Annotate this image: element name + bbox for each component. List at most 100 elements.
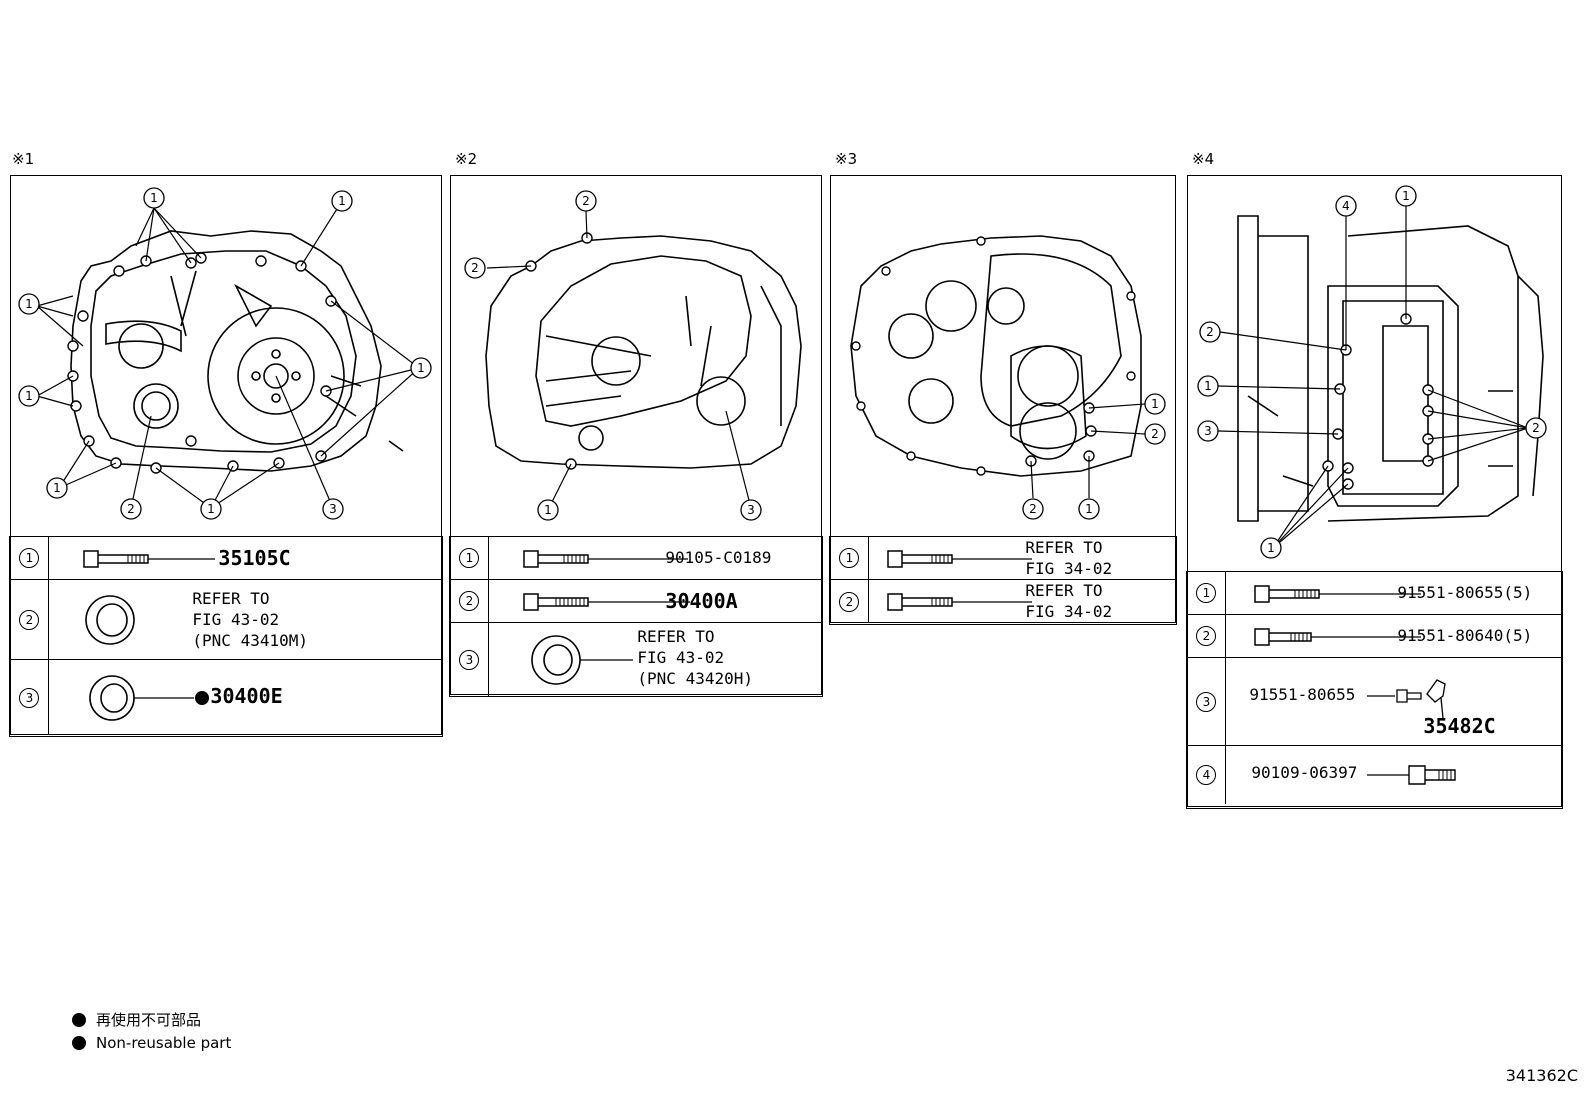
row-number: 1 xyxy=(1196,583,1217,603)
flange-bolt-icon xyxy=(1254,628,1422,646)
transaxle-case-rear-view: 1 2 2 1 xyxy=(850,235,1166,520)
callout-p1-1c: 1 xyxy=(18,293,40,315)
part-number-90109-06397: 90109-06397 xyxy=(1251,763,1358,782)
svg-text:1: 1 xyxy=(1204,379,1212,393)
table-row: 3 30400E xyxy=(10,660,441,735)
panel-3-parts-table: 1 REFER TO FIG 34-02 2 xyxy=(829,536,1177,625)
svg-text:1: 1 xyxy=(25,389,33,403)
callout-p4-1a: 1 xyxy=(1395,185,1417,207)
panel-2-parts-table: 1 90105-C0189 2 30400A xyxy=(449,536,823,697)
panel-3-label: ※3 xyxy=(835,150,858,168)
transaxle-oil-pan-view: 4 1 2 1 3 2 1 xyxy=(1197,185,1547,559)
callout-p1-1f: 1 xyxy=(200,498,222,520)
callout-p1-1a: 1 xyxy=(143,187,165,209)
part-number-30400a: 30400A xyxy=(665,589,738,613)
part-number-91551-80640-5: 91551-80640(5) xyxy=(1397,626,1533,645)
svg-text:2: 2 xyxy=(1151,427,1159,441)
callout-p1-1b: 1 xyxy=(331,190,353,212)
legend-non-reusable-jp: 再使用不可部品 xyxy=(72,1009,201,1030)
callout-p2-2b: 2 xyxy=(464,257,486,279)
svg-text:1: 1 xyxy=(338,194,346,208)
callout-p1-1d: 1 xyxy=(18,385,40,407)
callout-p2-1: 1 xyxy=(537,499,559,521)
reference-text: REFER TO FIG 34-02 xyxy=(1025,538,1113,578)
callout-p3-1b: 1 xyxy=(1078,498,1100,520)
reference-text: REFER TO FIG 34-02 xyxy=(1025,581,1113,621)
svg-text:2: 2 xyxy=(582,194,590,208)
bolt-icon xyxy=(1367,765,1457,785)
figure-id: 341362C xyxy=(1505,1066,1578,1085)
reference-text: REFER TO FIG 43-02 (PNC 43410M) xyxy=(192,589,308,650)
svg-text:2: 2 xyxy=(1206,325,1214,339)
callout-p1-1g: 1 xyxy=(410,357,432,379)
callout-p4-1b: 1 xyxy=(1197,375,1219,397)
callout-p3-2a: 2 xyxy=(1144,423,1166,445)
panel-1-parts-table: 1 35105C 2 REFER TO FIG 43-02 xyxy=(9,536,443,737)
part-number-35482c: 35482C xyxy=(1423,714,1496,738)
table-row: 1 REFER TO FIG 34-02 xyxy=(830,537,1176,580)
table-row: 3 91551-80655 35482C xyxy=(1187,658,1562,746)
svg-text:1: 1 xyxy=(1267,541,1275,555)
panel-1-label: ※1 xyxy=(12,150,35,168)
callout-p4-4: 4 xyxy=(1335,195,1357,217)
legend-text-jp: 再使用不可部品 xyxy=(96,1011,202,1029)
row-number: 3 xyxy=(1196,691,1217,712)
row-number: 3 xyxy=(19,687,40,708)
panel-3-drawing: 1 2 2 1 xyxy=(831,176,1175,538)
row-number: 2 xyxy=(19,609,40,630)
svg-text:1: 1 xyxy=(25,297,33,311)
panel-2-label: ※2 xyxy=(455,150,478,168)
row-number: 1 xyxy=(19,548,40,568)
bolt-and-bracket-icon xyxy=(1367,679,1447,718)
row-number: 2 xyxy=(839,591,860,612)
panel-4-drawing: 4 1 2 1 3 2 1 xyxy=(1188,176,1561,572)
non-reusable-dot-icon xyxy=(72,1036,86,1050)
transaxle-case-front-view: 1 1 1 1 1 1 2 3 1 xyxy=(18,187,432,520)
svg-text:1: 1 xyxy=(1151,397,1159,411)
flange-bolt-icon xyxy=(523,550,689,568)
svg-text:1: 1 xyxy=(1085,502,1093,516)
table-row: 1 35105C xyxy=(10,537,442,580)
svg-text:1: 1 xyxy=(417,361,425,375)
table-row: 2 91551-80640(5) xyxy=(1187,615,1562,658)
callout-p3-2b: 2 xyxy=(1022,498,1044,520)
flange-bolt-icon xyxy=(887,550,1033,568)
svg-text:1: 1 xyxy=(150,191,158,205)
oil-seal-icon xyxy=(85,595,136,645)
table-row: 1 90105-C0189 xyxy=(450,537,822,580)
flange-bolt-icon xyxy=(887,593,1033,611)
callout-p1-1e: 1 xyxy=(46,477,68,499)
panel-4-label: ※4 xyxy=(1192,150,1215,168)
callout-p1-3: 3 xyxy=(322,498,344,520)
table-row: 2 REFER TO FIG 34-02 xyxy=(830,580,1175,623)
svg-text:2: 2 xyxy=(1029,502,1037,516)
callout-p3-1a: 1 xyxy=(1144,393,1166,415)
callout-p4-2b: 2 xyxy=(1525,417,1547,439)
svg-text:1: 1 xyxy=(544,503,552,517)
svg-text:1: 1 xyxy=(207,502,215,516)
panel-2-drawing: 2 2 1 3 xyxy=(451,176,821,538)
callout-p2-2a: 2 xyxy=(575,190,597,212)
svg-text:2: 2 xyxy=(127,502,135,516)
svg-text:1: 1 xyxy=(1402,189,1410,203)
panel-2: 2 2 1 3 1 90105-C0189 2 xyxy=(449,175,823,697)
table-row: 3 REFER TO FIG 43-02 (PNC 43420H) xyxy=(450,623,821,696)
callout-p2-3: 3 xyxy=(740,499,762,521)
panel-1-drawing: 1 1 1 1 1 1 2 3 1 xyxy=(11,176,441,538)
svg-text:3: 3 xyxy=(1204,424,1212,438)
table-row: 2 REFER TO FIG 43-02 (PNC 43410M) xyxy=(10,580,442,660)
callout-p4-3: 3 xyxy=(1197,420,1219,442)
callout-p4-2a: 2 xyxy=(1199,321,1221,343)
part-number-30400e: 30400E xyxy=(210,684,283,708)
flange-bolt-icon xyxy=(83,550,216,568)
panel-4-parts-table: 1 91551-80655(5) 2 91551-80640(5) xyxy=(1186,571,1563,809)
table-row: 2 30400A xyxy=(450,580,822,623)
oil-seal-icon xyxy=(531,635,634,685)
row-number: 2 xyxy=(1196,626,1217,646)
row-number: 2 xyxy=(459,591,480,611)
row-number: 1 xyxy=(839,548,860,568)
non-reusable-dot-icon xyxy=(72,1012,86,1027)
row-number: 4 xyxy=(1196,765,1217,785)
svg-text:2: 2 xyxy=(1532,421,1540,435)
reference-text: REFER TO FIG 43-02 (PNC 43420H) xyxy=(637,627,753,688)
